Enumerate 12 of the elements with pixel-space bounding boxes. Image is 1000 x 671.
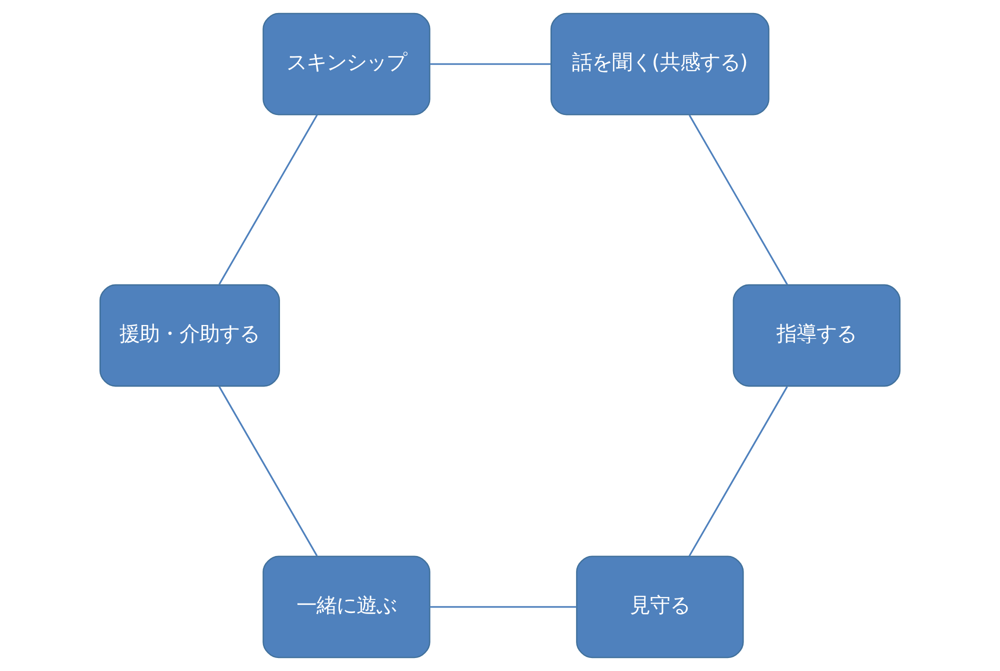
- node-box: 指導する: [732, 284, 901, 387]
- node-box: スキンシップ: [262, 12, 430, 116]
- node-box: 援助・介助する: [99, 284, 280, 387]
- node-box: 見守る: [576, 556, 744, 658]
- connector: [688, 386, 788, 557]
- connector: [430, 63, 551, 65]
- node-box: 一緒に遊ぶ: [262, 556, 430, 658]
- connector: [430, 606, 576, 608]
- node-box: 話を聞く(共感する): [550, 12, 770, 116]
- connector: [218, 386, 318, 556]
- connector: [688, 114, 788, 286]
- connector: [218, 114, 318, 285]
